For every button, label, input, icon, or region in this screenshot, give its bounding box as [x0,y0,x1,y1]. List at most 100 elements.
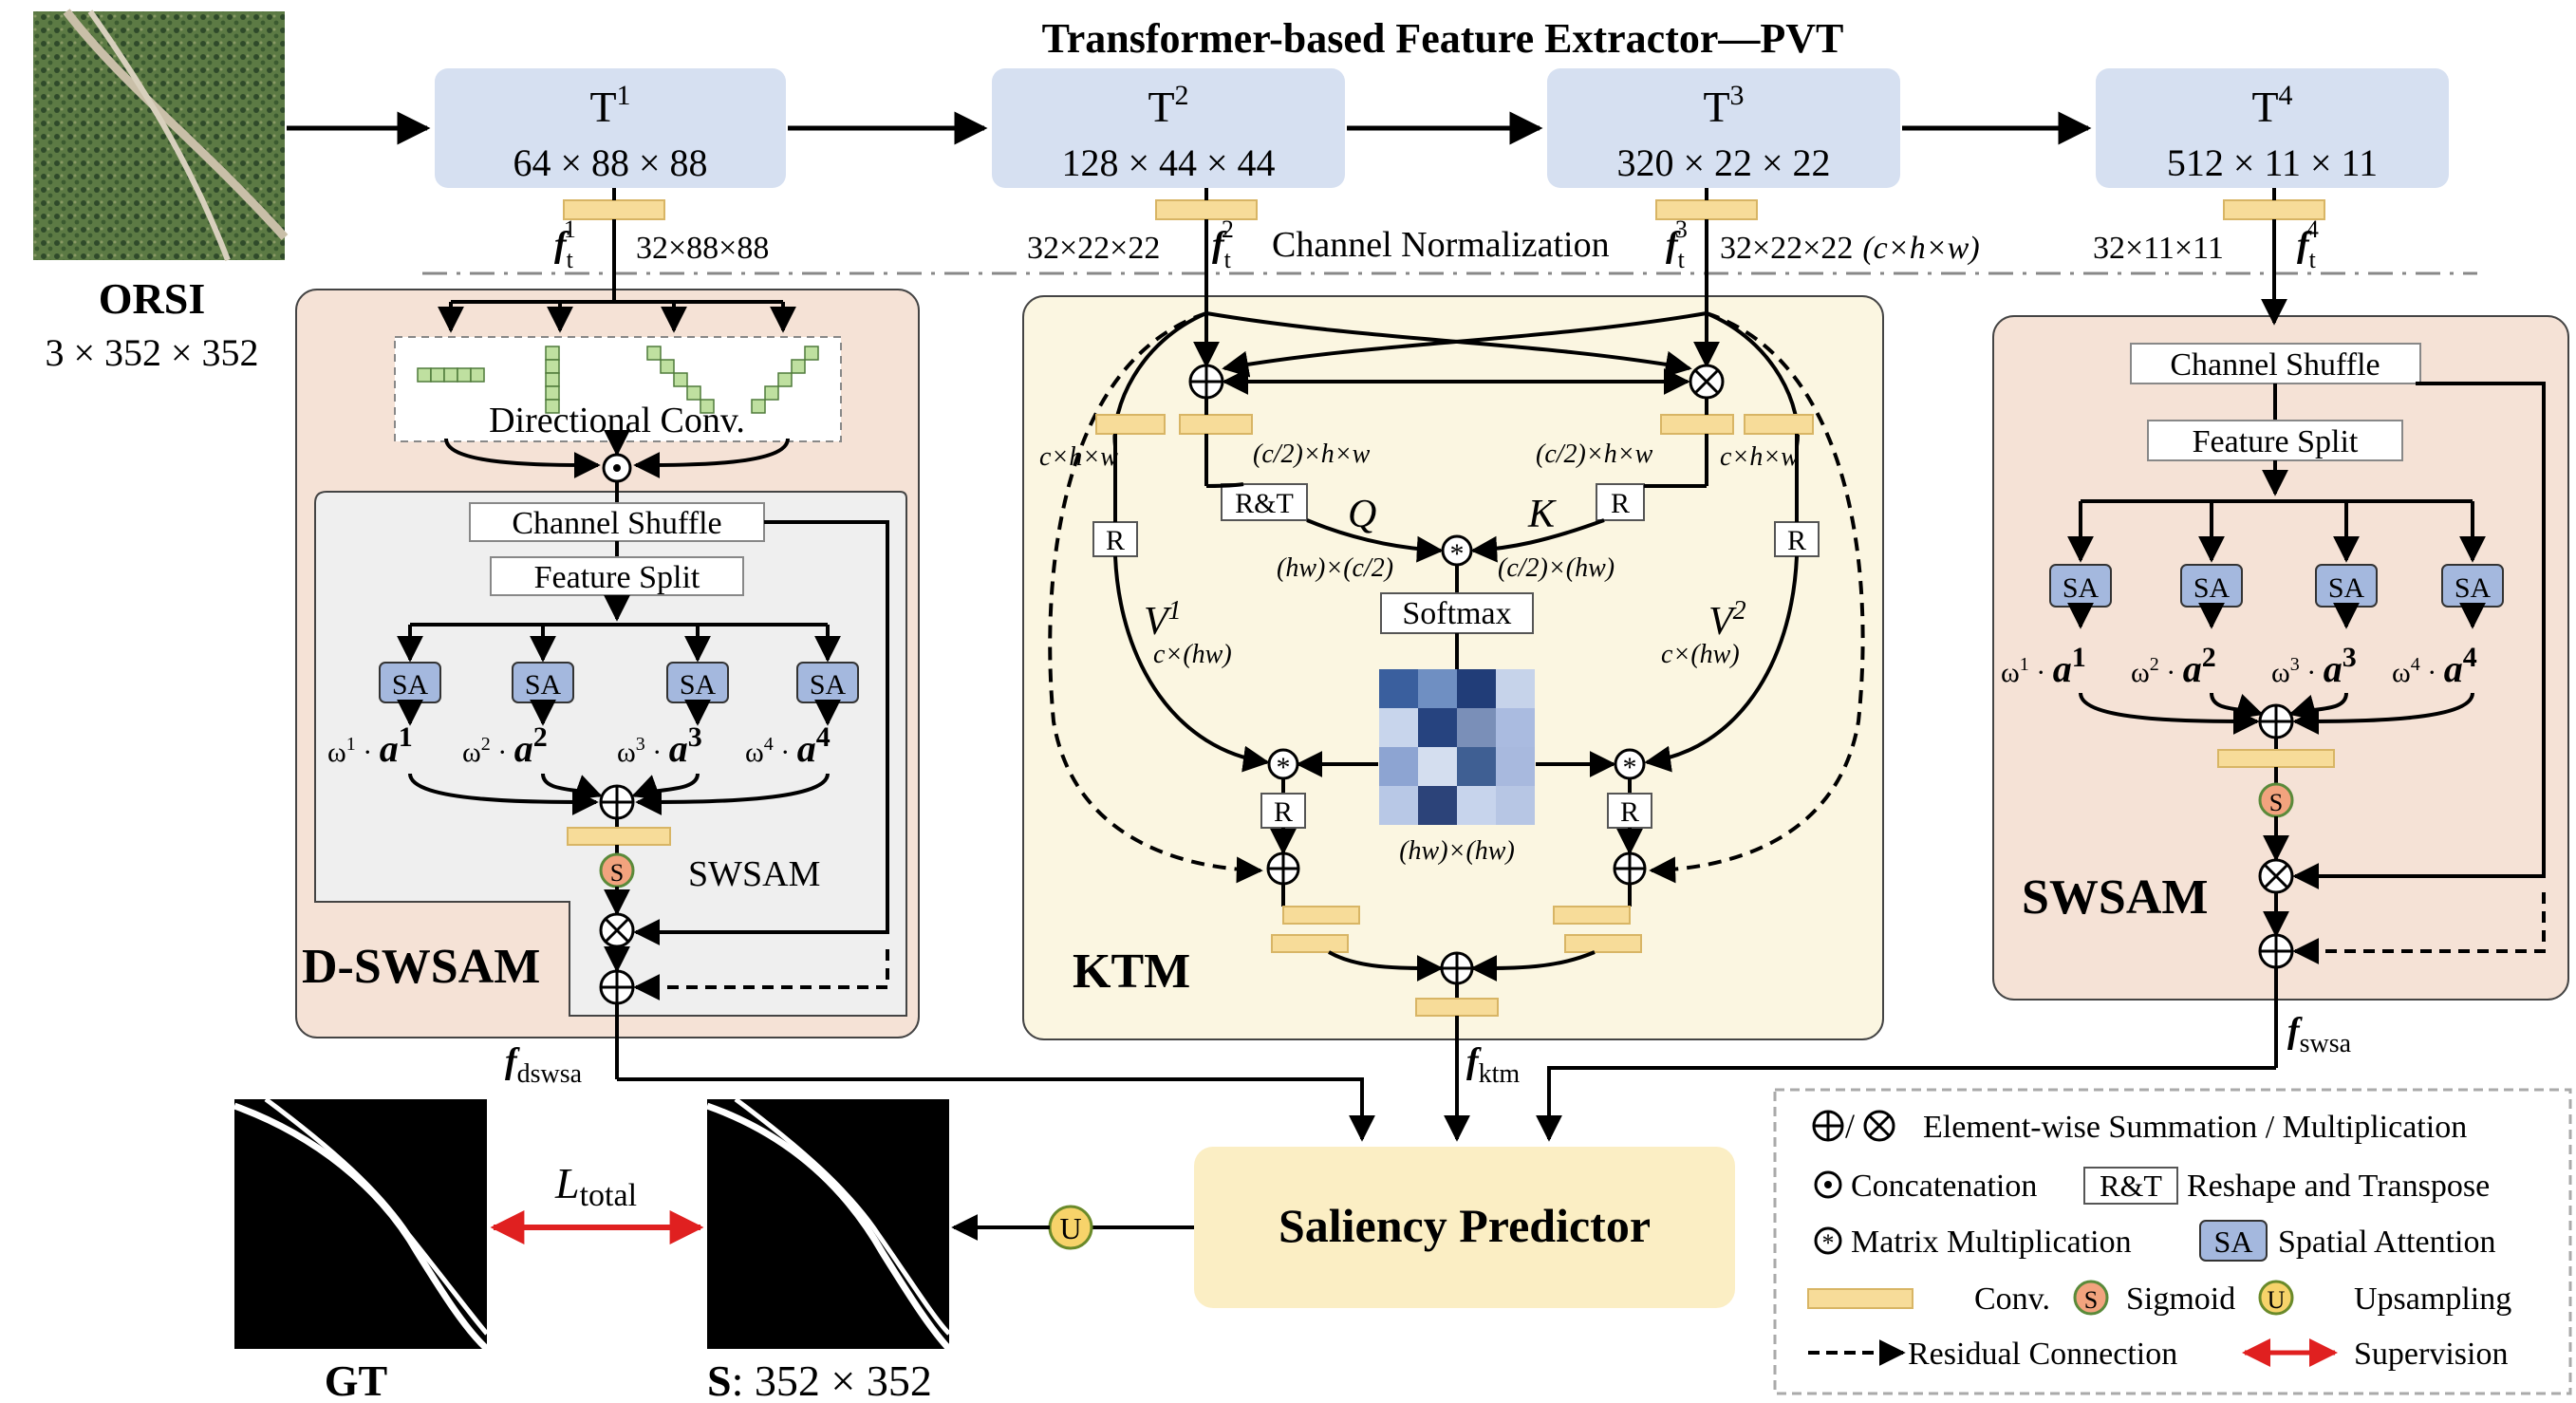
dswsam-output-sub: dswsa [517,1059,583,1089]
swsam-sigmoid-letter: S [2269,789,2283,816]
legend-conv-icon [1807,1288,1913,1309]
dswsam-sum-op-icon [599,784,635,820]
swsam-w1: ω [2001,657,2020,688]
gt-label: GT [325,1356,387,1403]
ktm-q-label: Q [1348,493,1376,536]
swsam-sa-2: SA [2193,572,2231,604]
svg-text:ω3 · a3: ω3 · a3 [617,721,702,770]
attention-matrix-cell [1379,786,1418,825]
dswsam-label: D-SWSAM [302,940,540,994]
stage-2-dims: 128 × 44 × 44 [1061,141,1275,184]
stage-conv-bars [563,199,2325,220]
directional-conv-label: Directional Conv. [489,401,745,440]
svg-text:T3: T3 [1703,80,1744,131]
swsam-a4-sup: 4 [2463,642,2477,673]
attention-matrix-cell [1496,747,1535,786]
legend-sigmoid-letter: S [2084,1286,2098,1314]
swsam-w1-sup: 1 [2020,654,2029,675]
svg-text:ω2 · a2: ω2 · a2 [2131,642,2216,690]
dswsam-w3-sup: 3 [636,734,645,755]
legend-rt-text: Reshape and Transpose [2187,1169,2490,1204]
dswsam-a3: a [669,727,688,770]
ktm-label: KTM [1073,945,1190,999]
ktm-v2: V [1708,600,1737,644]
ktm-chw-left: c×h×w [1039,442,1118,472]
dswsam-sa-4: SA [810,669,847,701]
ktm-sum-bl-icon [1266,851,1300,886]
dswsam-sa-1: SA [392,669,429,701]
dswsam-inner-label: SWSAM [688,854,820,894]
prediction-image [705,1096,952,1352]
stage-3-dims: 320 × 22 × 22 [1616,141,1830,184]
dswsam-w2: ω [462,737,481,768]
loss-sub: total [580,1178,637,1213]
loss-name: L [554,1159,580,1207]
f4-name: f [2297,225,2312,265]
f3-name: f [1666,225,1681,265]
swsam-sum-op-icon [2258,703,2294,739]
swsam-w2-sup: 2 [2150,654,2159,675]
ktm-v2-sup: 2 [1733,596,1746,626]
legend-sum-icon [1812,1110,1844,1142]
dswsam-channel-shuffle: Channel Shuffle [512,506,721,541]
attention-matrix-cell [1496,669,1535,708]
f2-sup: 2 [1222,215,1234,243]
ktm-sum-final-icon [1440,951,1474,985]
ktm-rt-box: R&T [1235,488,1294,519]
swsam-output-sub: swsa [2300,1029,2352,1058]
stage-t3: T3 320 × 22 × 22 [1547,68,1900,188]
stage-4-dims: 512 × 11 × 11 [2167,141,2378,184]
f1-sub: t [567,246,574,273]
ktm-c-hw-right: c×(hw) [1661,640,1740,669]
svg-text:ω4 · a4: ω4 · a4 [745,721,831,770]
ktm-mult-right-op-icon [1689,364,1725,400]
dswsam-w1: ω [327,737,346,768]
attention-matrix-cell [1496,708,1535,747]
upsample-op-icon: U [1048,1205,1093,1250]
orsi-size: 3 × 352 × 352 [45,331,258,374]
svg-text:ω2 · a2: ω2 · a2 [462,721,548,770]
svg-text:fktm: fktm [1466,1041,1520,1089]
svg-text:ω4 · a4: ω4 · a4 [2392,642,2477,690]
ktm-sum-br-icon [1613,851,1647,886]
f4-sub: t [2309,246,2317,273]
swsam-mult-op-icon [2258,858,2294,894]
f3-sub: t [1678,246,1686,273]
f2-dims: 32×22×22 [1027,231,1160,266]
dswsam-w2-sup: 2 [481,734,491,755]
legend-mult-icon [1863,1110,1895,1142]
orsi-label: ORSI [99,274,205,323]
stage-row: T1 64 × 88 × 88 T2 128 × 44 × 44 T3 320 … [435,68,2449,188]
attention-matrix-cell [1418,669,1457,708]
swsam-w3: ω [2271,657,2290,688]
ktm-v1: V [1144,600,1172,644]
stage-t4: T4 512 × 11 × 11 [2096,68,2449,188]
swsam-sa-4: SA [2455,572,2492,604]
swsam-w2: ω [2131,657,2150,688]
f2-name: f [1212,225,1227,265]
stage-t2: T2 128 × 44 × 44 [992,68,1345,188]
ktm-hw-c2: (hw)×(c/2) [1277,553,1393,583]
swsam-module: Channel Shuffle Feature Split SA SA SA S… [1992,219,2569,1001]
channel-normalization-label: Channel Normalization [1272,225,1610,265]
f1-name: f [554,225,569,265]
ktm-r-box-right: R [1787,525,1806,556]
dswsam-module: Directional Conv. Channel Shuffle Featur… [295,219,920,1038]
dswsam-w4-sup: 4 [764,734,774,755]
swsam-output-name: f [2287,1011,2303,1051]
ktm-output-name: f [1466,1041,1482,1081]
legend-residual-text: Residual Connection [1908,1337,2177,1372]
legend-concat-icon [1814,1170,1842,1199]
attention-matrix-cell [1457,786,1496,825]
legend-rt-box: R&T [2100,1169,2162,1203]
diagram-title: Transformer-based Feature Extractor—PVT [1042,15,1844,62]
ktm-softmax: Softmax [1402,596,1511,631]
saliency-predictor: Saliency Predictor [1194,1147,1735,1308]
legend: / Element-wise Summation / Multiplicatio… [1773,1088,2572,1395]
svg-text:ω1 · a1: ω1 · a1 [327,721,413,770]
dswsam-sa-row: SA SA SA SA [379,662,859,703]
ktm-c2-hw: (c/2)×(hw) [1498,553,1615,583]
stage-4-sup: 4 [2279,80,2293,111]
dswsam-a1: a [380,727,399,770]
